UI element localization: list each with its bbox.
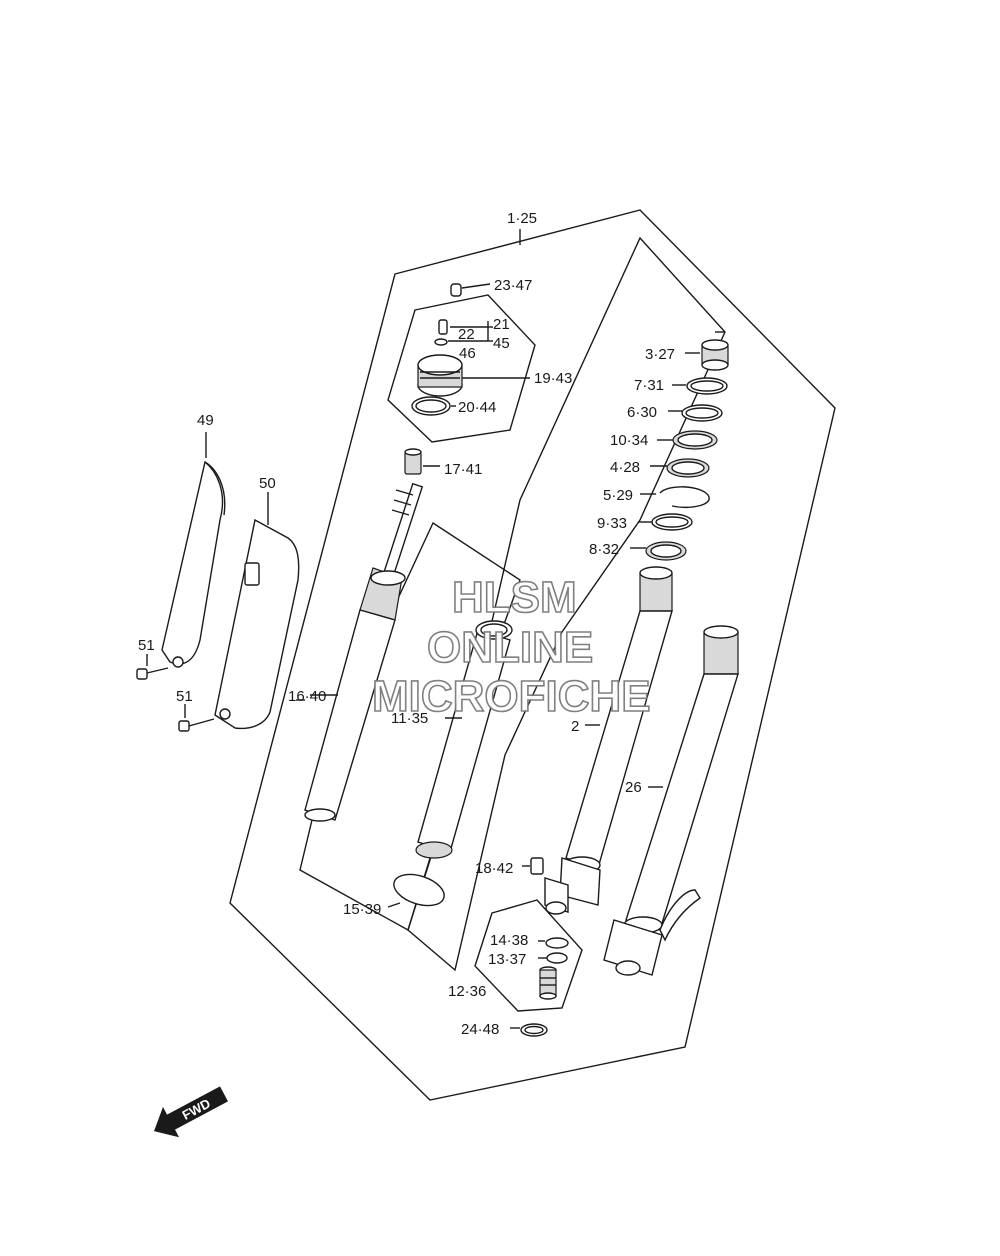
label-10-34: 10·34	[610, 432, 648, 449]
bolt-51-upper	[136, 654, 169, 680]
label-17-41: 17·41	[444, 461, 482, 478]
label-49: 49	[197, 412, 214, 429]
label-22: 22	[458, 326, 475, 343]
label-1-25: 1·25	[507, 210, 537, 227]
label-26: 26	[625, 779, 642, 796]
label-5-29: 5·29	[603, 487, 633, 504]
label-4-28: 4·28	[610, 459, 640, 476]
label-2: 2	[571, 718, 579, 735]
label-15-39: 15·39	[343, 901, 381, 918]
label-24-48: 24·48	[461, 1021, 499, 1038]
label-46: 46	[459, 345, 476, 362]
watermark-line-1: HLSM	[452, 573, 577, 622]
o-ring-24-48	[510, 1023, 548, 1037]
washer-6-30	[668, 404, 723, 422]
label-51-lower: 51	[176, 688, 193, 705]
spacer-17-41	[404, 448, 440, 475]
o-ring-20-44	[411, 396, 456, 416]
label-3-27: 3·27	[645, 346, 675, 363]
dust-seal-9-33	[638, 513, 693, 531]
o-ring-14-38	[538, 937, 569, 949]
seal-4-28	[650, 458, 710, 478]
o-ring-15-39	[387, 873, 445, 908]
dust-seal-8-32	[630, 541, 687, 561]
base-valve-group-outline	[474, 899, 583, 1012]
label-50: 50	[259, 475, 276, 492]
fork-leg-26	[603, 625, 739, 976]
watermark-line-3: MICROFICHE	[372, 672, 651, 721]
bolt-51-lower	[178, 704, 215, 732]
label-9-33: 9·33	[597, 515, 627, 532]
watermark-line-2: ONLINE	[427, 623, 593, 672]
label-20-44: 20·44	[458, 399, 496, 416]
fwd-arrow-icon: FWD	[154, 1086, 228, 1138]
assembly-outline	[229, 209, 836, 1101]
label-7-31: 7·31	[634, 377, 664, 394]
damper-cartridge-16-40	[296, 482, 424, 822]
label-21: 21	[493, 316, 510, 333]
label-45: 45	[493, 335, 510, 352]
fork-guard-50	[214, 492, 300, 730]
tube-11-35	[415, 620, 513, 859]
bushing-7-31	[672, 377, 728, 395]
adjuster-21-22	[434, 319, 493, 346]
label-51-upper: 51	[138, 637, 155, 654]
label-18-42: 18·42	[475, 860, 513, 877]
label-16-40: 16·40	[288, 688, 326, 705]
label-8-32: 8·32	[589, 541, 619, 558]
bushing-3-27	[685, 339, 729, 371]
label-12-36: 12·36	[448, 983, 486, 1000]
label-6-30: 6·30	[627, 404, 657, 421]
screw-23-47	[450, 283, 491, 297]
label-23-47: 23·47	[494, 277, 532, 294]
fwd-arrow-label: FWD	[180, 1096, 213, 1123]
bolt-18-42	[522, 857, 544, 875]
label-11-35: 11·35	[391, 710, 428, 727]
fork-top-cap	[417, 354, 530, 397]
label-13-37: 13·37	[488, 951, 526, 968]
fork-guard-49	[161, 432, 226, 668]
label-19-43: 19·43	[534, 370, 572, 387]
circlip-5-29	[640, 486, 710, 509]
o-ring-13-37	[538, 952, 568, 964]
top-cap-group-outline	[387, 294, 536, 443]
label-14-38: 14·38	[490, 932, 528, 949]
fork-leg-2	[544, 566, 673, 915]
oil-seal-10-34	[657, 430, 718, 450]
base-valve-12-36	[539, 966, 557, 1000]
